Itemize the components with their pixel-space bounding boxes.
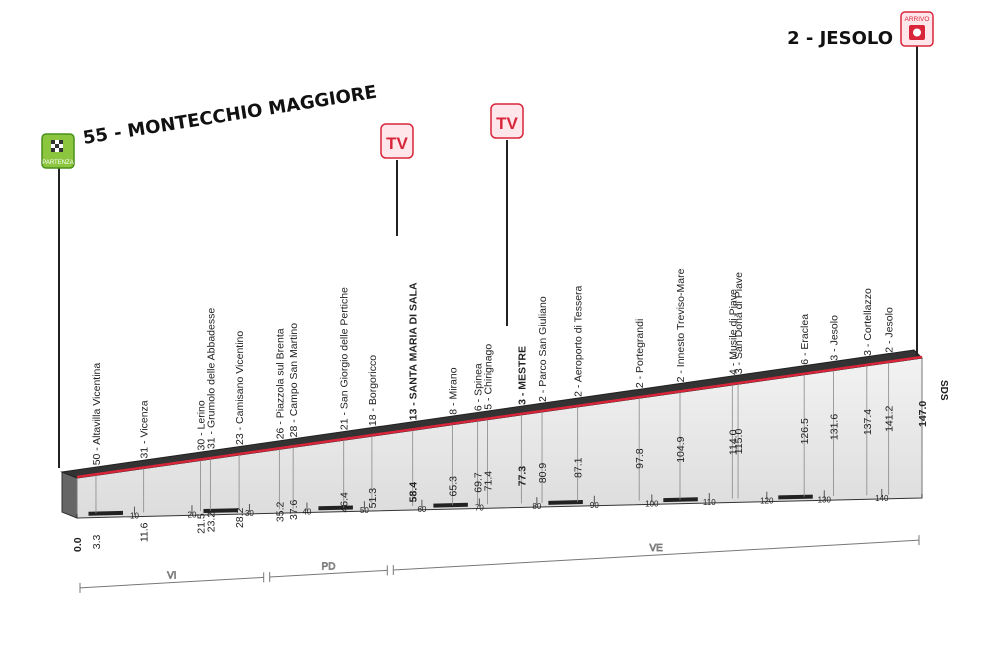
scale-band-segment [663,497,698,503]
start-title: 55 - MONTECCHIO MAGGIORE [81,82,378,149]
distance-tick-label: 110 [703,498,716,507]
waypoint-km: 23.2 [205,512,217,533]
scale-band-segment [778,494,813,500]
waypoint-label: 23 - Camisano Vicentino [234,331,246,445]
waypoint-km: 126.5 [799,418,811,444]
waypoint-label: 2 - Parco San Giuliano [537,296,549,402]
waypoint-km: 21.5 [196,513,208,534]
tv-icon [490,103,524,139]
scale-band-segment [548,500,583,505]
scale-band-segment [203,508,238,514]
finish-title: 2 - JESOLO [787,28,893,49]
distance-tick-label: 130 [818,495,832,504]
svg-text:TV: TV [496,114,518,133]
province-bracket [393,539,920,571]
waypoint-label: 18 - Borgoricco [367,355,379,426]
waypoint-km: 80.9 [537,463,549,484]
waypoint-label: 6 - Eraclea [799,314,811,365]
tv-badge-1: TV [380,123,414,236]
waypoint-label: 2 - Aeroporto di Tessera [573,285,585,396]
waypoint-label: 28 - Campo San Martino [288,323,300,438]
province-code: PD [322,562,336,573]
svg-text:TV: TV [386,134,408,153]
waypoint-km: 131.6 [828,414,840,440]
waypoint-km: 87.1 [573,457,585,478]
scale-band-segment [433,502,468,508]
waypoint-km: 147.0 [917,401,929,427]
distance-tick-label: 50 [360,506,369,515]
distance-tick-label: 90 [590,501,599,510]
waypoint-label: 6 - Spinea [473,363,485,411]
tv-badge-2: TV [490,103,524,326]
waypoint-label: 8 - Mirano [447,367,459,414]
waypoint-label: 31 - Grumolo delle Abbadesse [205,308,217,449]
waypoint-km: 35.2 [274,501,286,522]
waypoint-km: 137.4 [862,409,874,435]
waypoint-label: 2 - Jesolo [884,307,896,353]
waypoint-km: 51.3 [367,488,379,509]
waypoint-km: 0.0 [72,537,84,552]
scale-band-segment [88,510,123,516]
sds-label: SDS [938,380,949,401]
scale-band-segment [318,505,353,511]
distance-tick-label: 100 [645,499,659,508]
waypoint-km: 28.2 [234,507,246,528]
distance-tick-label: 30 [245,509,254,518]
waypoint-km: 3.3 [91,534,103,549]
waypoint-label: 30 - Lerino [196,400,208,450]
waypoint-label: 26 - Piazzola sul Brenta [274,328,286,439]
distance-tick-label: 40 [302,508,311,517]
province-code: VI [167,571,176,582]
province-code: VE [649,543,663,554]
distance-tick-label: 70 [475,503,484,512]
waypoint-km: 46.4 [339,492,351,513]
waypoint-label: 3 - MESTRE [516,346,528,405]
profile-side-face [61,471,78,519]
waypoint-label: 5 - Chirignago [482,344,494,410]
finish-marker: ARRIVO 2 - JESOLO [787,11,934,356]
distance-tick-label: 120 [760,497,774,506]
waypoint-km: 115.0 [733,429,745,455]
profile-ticks: 10 20 30 40 50 60 70 80 90 100 110 120 130 140 [130,488,889,521]
distance-tick-label: 80 [532,502,541,511]
waypoint-label: 21 - San Giorgio delle Pertiche [339,287,351,430]
waypoint-km: 104.9 [675,436,687,462]
waypoint-km: 114.0 [727,429,739,455]
waypoint-km: 65.3 [447,476,459,497]
arrivo-label: ARRIVO [905,16,930,23]
waypoint-km: 11.6 [139,522,151,542]
waypoint-label: 3 - Jesolo [828,315,840,361]
waypoint-label: 13 - SANTA MARIA DI SALA [408,282,420,420]
waypoint-km: 97.8 [634,448,646,469]
waypoint-label: 3 - Cortellazzo [862,288,874,356]
profile-base [60,349,924,519]
waypoint-label: 2 - Innesto Treviso-Mare [675,268,687,382]
waypoint-km: 77.3 [516,466,528,487]
waypoint-km: 141.2 [884,405,896,431]
partenza-label: PARTENZA [42,160,73,166]
tv-icon [380,123,414,159]
route-line [76,355,923,479]
distance-tick-label: 10 [130,512,139,521]
waypoint-label: 4 - Musile di Piave [727,289,739,375]
waypoint-km: 69.7 [473,472,485,493]
waypoint-label: 2 - Portegrandi [634,319,646,388]
distance-tick-label: 60 [417,505,426,514]
waypoint-km: 37.6 [288,499,300,520]
province-markers: VI PD VE [79,535,920,593]
distance-tick-label: 20 [188,510,197,519]
distance-tick-label: 140 [875,494,889,503]
waypoint-label: 50 - Altavilla Vicentina [91,363,103,466]
waypoint-km: 71.4 [482,471,494,492]
waypoints: 0.0 50 - Altavilla Vicentina 3.3 31 - Vicen… [72,268,929,552]
waypoint-label: 31 - Vicenza [139,400,151,458]
province-bracket [269,569,388,578]
waypoint-km: 58.4 [408,482,420,503]
province-bracket [79,576,264,589]
waypoint-label: 3 - San Donà di Piave [733,272,745,374]
